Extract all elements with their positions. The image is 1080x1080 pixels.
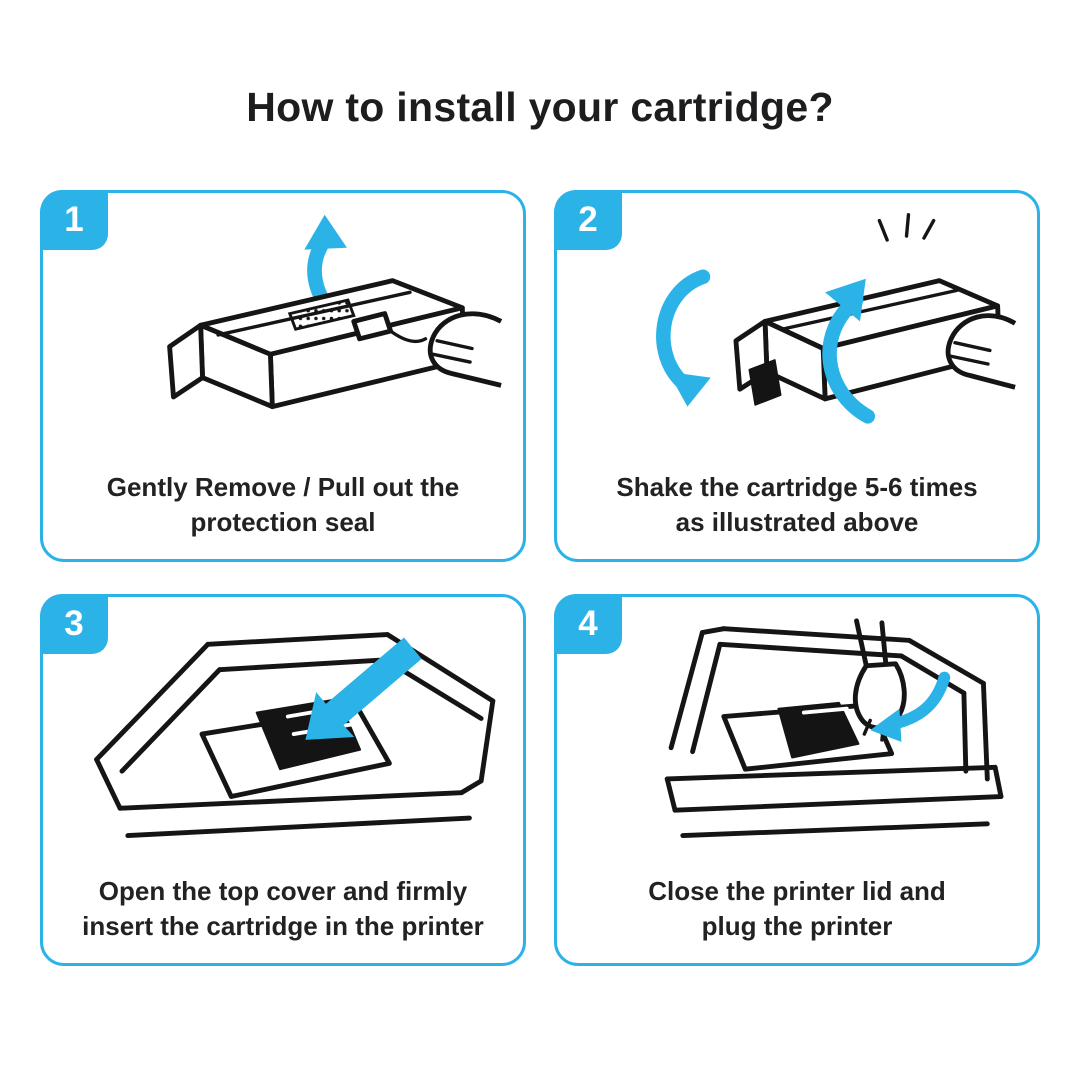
step-caption: Open the top cover and firmly insert the… [49,874,517,943]
insert-cartridge-drawing [94,632,496,839]
step-caption: Gently Remove / Pull out the protection … [49,470,517,539]
step-panel-2: 2 [554,190,1040,562]
step-4-illustration [557,611,1037,863]
close-arrow-icon [870,671,951,742]
insert-arrow-icon [305,637,422,740]
step-caption-line: Shake the cartridge 5-6 times [616,472,978,503]
step-panel-1: 1 [40,190,526,562]
close-lid-drawing [664,618,1004,839]
step-number-badge: 3 [40,594,108,654]
step-number-badge: 4 [554,594,622,654]
hand-drawing [852,618,907,742]
step-number-badge: 1 [40,190,108,250]
step-caption-line: Open the top cover and firmly [98,876,468,907]
hand-drawing [945,313,1017,390]
toner-cartridge-drawing [167,278,467,410]
step-1-illustration [43,207,523,459]
step-caption-line: plug the printer [701,910,893,941]
step-caption: Close the printer lid and plug the print… [563,874,1031,943]
shake-arrow-icon [822,278,876,424]
motion-marks [877,213,936,242]
hand-drawing [427,311,503,388]
step-caption-line: insert the cartridge in the printer [82,910,484,941]
rotate-arrow-icon [656,269,711,407]
page-title: How to install your cartridge? [246,84,834,130]
step-panel-4: 4 [554,594,1040,966]
steps-grid: 1 [40,190,1040,966]
step-3-illustration [43,611,523,863]
cartridge-pull-seal-drawing [167,214,503,410]
step-2-illustration [557,207,1037,459]
step-caption-line: Close the printer lid and [648,876,946,907]
step-caption-line: protection seal [190,506,376,537]
step-number-badge: 2 [554,190,622,250]
step-caption-line: as illustrated above [675,506,919,537]
step-caption-line: Gently Remove / Pull out the [106,472,460,503]
cartridge-dark-drawing [777,701,860,759]
cartridge-shake-drawing [656,213,1017,424]
step-caption: Shake the cartridge 5-6 times as illustr… [563,470,1031,539]
printer-drawing [664,626,1004,839]
step-panel-3: 3 [40,594,526,966]
